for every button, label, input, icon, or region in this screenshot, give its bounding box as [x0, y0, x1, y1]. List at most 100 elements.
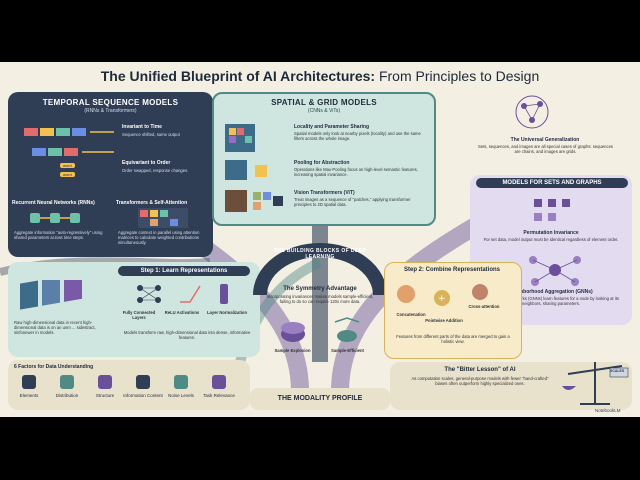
- gnn-edges: [532, 259, 578, 283]
- task-icon: [212, 375, 226, 389]
- spatial-title: SPATIAL & GRID MODELS: [271, 98, 377, 107]
- plus-icon: +: [438, 294, 446, 304]
- scale-pan-left: [562, 386, 576, 390]
- pooling-illustration: [225, 160, 267, 180]
- raw-layer-1: [20, 280, 38, 310]
- set-item-3: [562, 199, 570, 207]
- universal-text: Sets, sequences, and images are all spec…: [478, 144, 614, 154]
- raw-data-illustration: [20, 280, 82, 310]
- gnn-text: Graph Neural Networks (GNNs) learn featu…: [483, 296, 619, 306]
- locality-title: Locality and Parameter Sharing: [294, 124, 370, 130]
- vit-title: Vision Transformers (ViT): [294, 190, 355, 196]
- graph-edges: [523, 103, 541, 121]
- step2-panel: [384, 262, 522, 359]
- temporal-panel: [8, 92, 213, 257]
- sequence-illustration: [24, 128, 114, 156]
- relu-label: ReLU Activations: [164, 310, 200, 315]
- step2-title: Step 2: Combine Representations: [403, 267, 501, 273]
- factor-noise: Noise Levels: [168, 393, 194, 398]
- step1-panel: [8, 262, 260, 357]
- modality-box: [250, 388, 390, 410]
- pooling-text: Operations like Max-Pooling focus on hig…: [294, 167, 418, 177]
- raw-data-text: Raw high-dimensional data in recent high…: [14, 320, 96, 335]
- set-illustration: [534, 199, 570, 221]
- gnn-title: Neighborhood Aggregation (GNNs): [509, 289, 593, 295]
- graph-icon: [515, 95, 549, 129]
- vit-encoder: [273, 196, 283, 206]
- vit-image: [225, 190, 247, 212]
- attn-cell-3: [160, 210, 168, 217]
- cross-attn-label: Cross-attention: [468, 304, 500, 309]
- seq-token-1: [24, 128, 38, 136]
- seq-token-4: [72, 128, 86, 136]
- invariant-text: Sequence shifted, same output: [122, 132, 180, 137]
- bitter-text: As computation scales, general-purpose m…: [411, 376, 549, 386]
- rnn-cell-3: [70, 213, 80, 223]
- step1-text: Models transform raw, high-dimensional d…: [123, 330, 251, 340]
- transformer-text: Aggregate context in parallel using atte…: [118, 230, 200, 245]
- factors-panel: [8, 360, 250, 410]
- locality-text: Spatial models only look at nearby pixel…: [294, 131, 421, 141]
- rnn-cell-1: [30, 213, 40, 223]
- rnn-text: Aggregate information "auto-regressively…: [14, 230, 103, 240]
- step2-text: Features from different parts of the dat…: [396, 334, 510, 344]
- center-arc: [253, 243, 387, 296]
- vit-patch-3: [253, 202, 261, 210]
- arc-band: [253, 243, 387, 296]
- distribution-icon: [60, 375, 74, 389]
- permutation-title: Permutation Invariance: [523, 230, 579, 236]
- noise-icon: [174, 375, 188, 389]
- concat-label: Concatenation: [396, 312, 426, 317]
- grid-cell-4: [229, 136, 236, 143]
- raw-layer-2: [42, 280, 60, 306]
- attn-cell-4: [170, 219, 178, 226]
- concat-icon: [397, 285, 415, 303]
- transformer-title: Transformers & Self-Attention: [116, 200, 188, 206]
- set-item-4: [534, 213, 542, 221]
- word-tag-2: word: [60, 172, 75, 177]
- seq-token-7: [64, 148, 78, 156]
- set-item-1: [534, 199, 542, 207]
- spatial-panel: [212, 92, 436, 226]
- sets-title: MODELS FOR SETS AND GRAPHS: [476, 178, 628, 188]
- vit-illustration: [225, 190, 283, 212]
- factor-information: Information Content: [123, 393, 163, 398]
- universal-title: The Universal Generalization: [510, 137, 580, 143]
- grid-cell-3: [245, 136, 252, 143]
- vit-patch-2: [263, 192, 271, 200]
- modality-profile: THE MODALITY PROFILE: [277, 395, 363, 402]
- factor-task: Task Relevance: [203, 393, 235, 398]
- pointwise-icon: [434, 290, 450, 306]
- gnn-illustration: [529, 256, 581, 286]
- permutation-text: For set data, model output must be ident…: [483, 237, 619, 242]
- layers-illustration: [137, 284, 228, 304]
- temporal-title: TEMPORAL SEQUENCE MODELS: [42, 98, 179, 107]
- scale-weight: [609, 367, 629, 378]
- title-main: The Unified Blueprint of AI Architecture…: [100, 68, 376, 84]
- word-tag-1: word: [60, 163, 75, 168]
- scales-label: SCALES: [610, 369, 625, 373]
- symmetry-title: The Symmetry Advantage: [283, 286, 357, 292]
- rnn-cell-2: [50, 213, 60, 223]
- cross-attn-icon: [472, 284, 488, 300]
- efficient-icon: [337, 330, 357, 342]
- attention-matrix: [138, 208, 188, 228]
- ln-block: [220, 284, 228, 304]
- rnn-title: Recurrent Neural Networks (RNNs): [12, 200, 95, 206]
- sample-icons: [281, 317, 360, 342]
- efficient-wave: [334, 317, 360, 323]
- pooling-title: Pooling for Abstraction: [294, 160, 350, 166]
- grid-cell-2: [237, 128, 244, 135]
- title-sub: From Principles to Design: [378, 68, 540, 84]
- graph-ring: [515, 95, 549, 129]
- grid-cell-1: [229, 128, 236, 135]
- fc-label: Fully Connected Layers: [122, 310, 156, 320]
- relu-curve: [180, 285, 201, 303]
- efficient-label: Sample-Efficient: [331, 348, 364, 353]
- set-item-2: [548, 199, 556, 207]
- factor-elements: Elements: [19, 393, 39, 398]
- grid-illustration: [225, 124, 255, 152]
- step1-title: Step 1: Learn Representations: [118, 266, 250, 276]
- information-icon: [136, 375, 150, 389]
- equivariant-text: Order swapped, response changes.: [122, 168, 189, 173]
